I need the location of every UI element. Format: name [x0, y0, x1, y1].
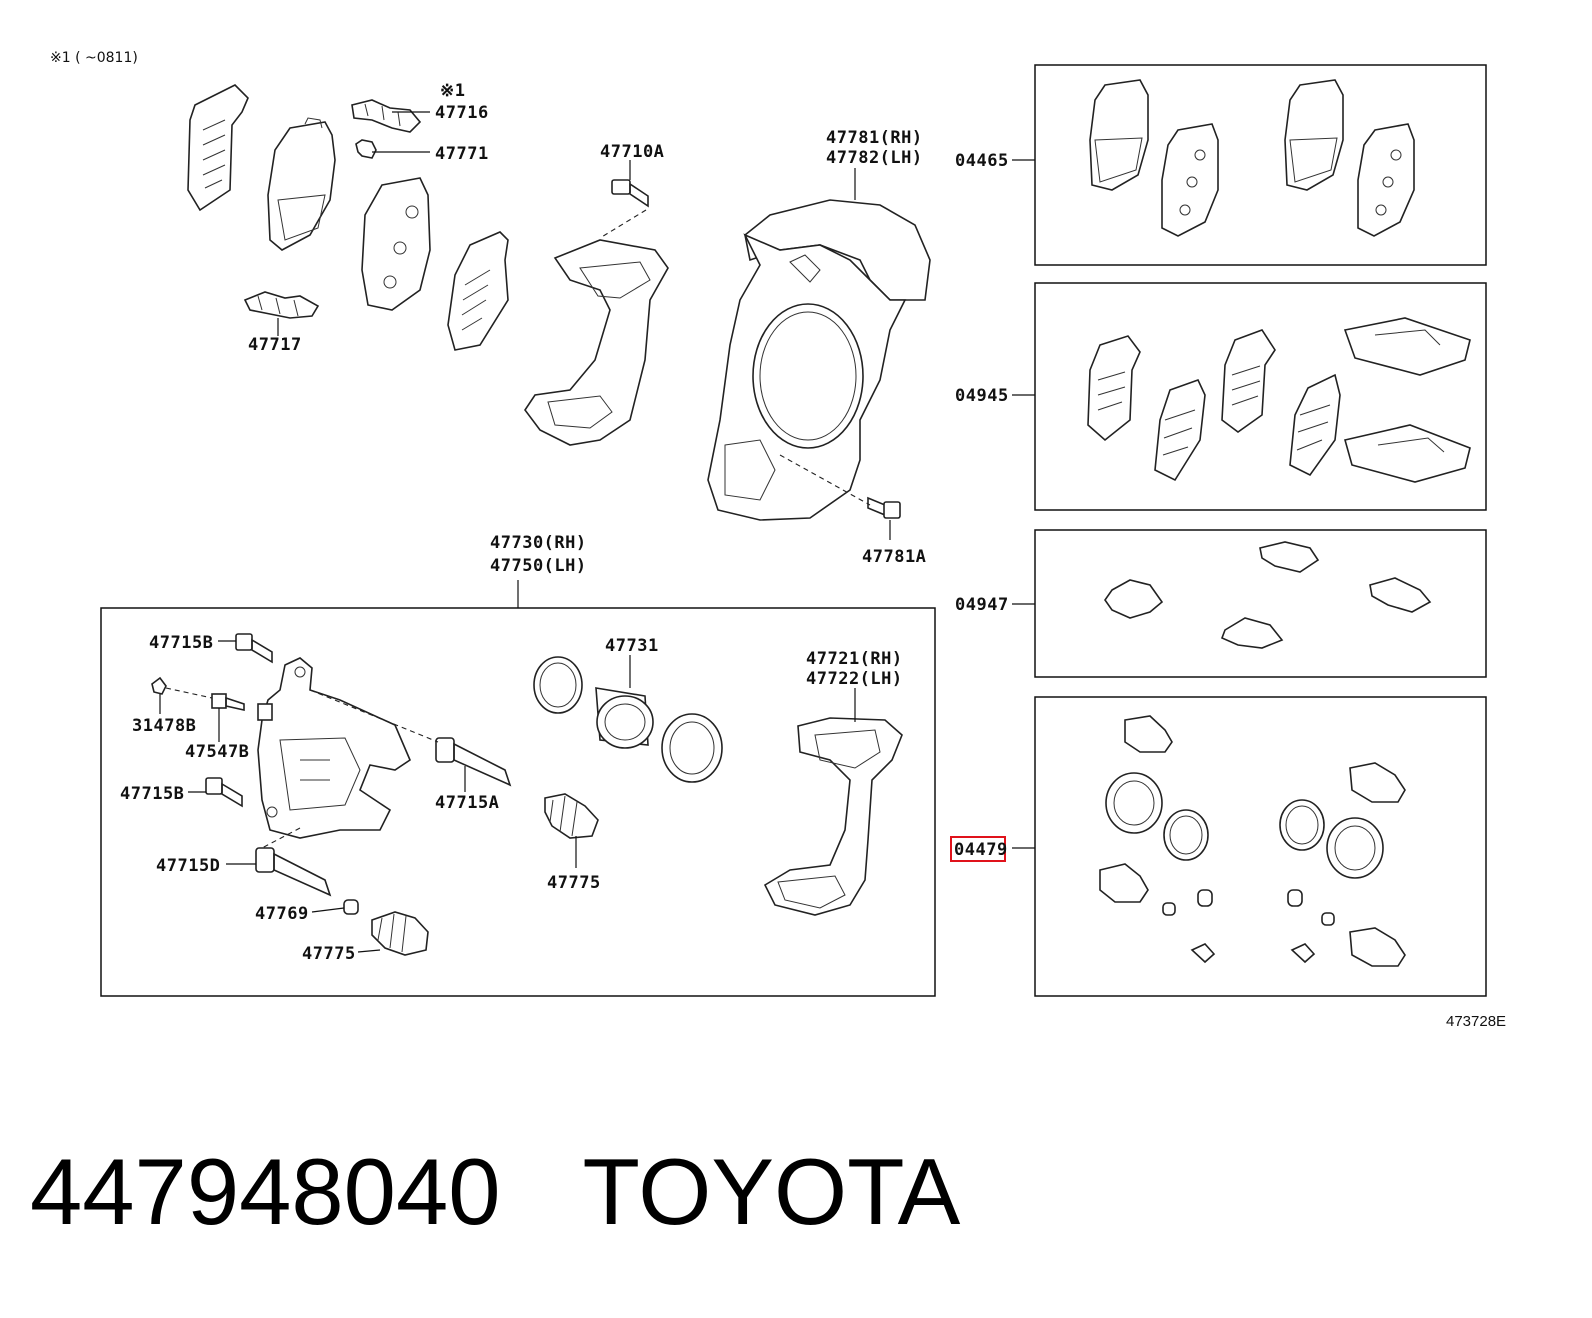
label-47715B-mid: 47715B: [120, 784, 184, 804]
label-47775-left: 47775: [302, 944, 356, 964]
pin-47715D-drawing: [255, 847, 332, 897]
leader-47769: [311, 907, 345, 913]
caliper-bracket-drawing: [524, 239, 669, 446]
part-caption: 447948040 TOYOTA: [30, 1132, 960, 1252]
leader-47775-left: [357, 949, 381, 953]
caliper-bracket-47721-drawing: [763, 717, 903, 916]
dust-shield-drawing: [707, 199, 931, 521]
label-47769: 47769: [255, 904, 309, 924]
pad-shim-outer-drawing: [187, 84, 249, 212]
label-47716: 47716: [435, 103, 489, 123]
label-47715A: 47715A: [435, 793, 499, 813]
boot-47775-left-drawing: [371, 911, 429, 956]
dash-pin-d: [261, 827, 301, 849]
piston-47731-drawing: [595, 687, 654, 749]
reference-code: 473728E: [1446, 1013, 1506, 1030]
caliper-assembly-box: [100, 607, 936, 997]
dash-bolt-bracket: [599, 209, 647, 239]
label-47750: 47750(LH): [490, 556, 587, 576]
label-47547B: 47547B: [185, 742, 249, 762]
anti-squeal-shim-47716-drawing: [351, 99, 422, 133]
bushing-47769-drawing: [343, 899, 359, 915]
label-47722: 47722(LH): [806, 669, 903, 689]
label-47775-mid: 47775: [547, 873, 601, 893]
label-47771: 47771: [435, 144, 489, 164]
pin-47715A-drawing: [435, 737, 512, 787]
production-note: ※1 ( ~0811): [50, 50, 138, 66]
piston-boot-drawing: [661, 713, 723, 783]
kit-04479-parts-drawing: [1099, 715, 1406, 967]
label-47715B-top: 47715B: [149, 633, 213, 653]
brake-pad-inner-drawing: [361, 177, 431, 311]
kit-04945-shims-drawing: [1087, 317, 1471, 483]
label-kit-04465: 04465: [955, 151, 1009, 171]
label-kit-04479: 04479: [954, 840, 1008, 860]
bolt-47715B-mid-drawing: [205, 777, 243, 808]
anti-squeal-shim-47717-drawing: [243, 291, 320, 319]
boot-47775-mid-drawing: [544, 793, 599, 839]
bolt-47710A-drawing: [611, 179, 649, 208]
kit-04465-pads-drawing: [1089, 79, 1415, 237]
caliper-body-drawing: [257, 657, 411, 839]
kit-04947-clips-drawing: [1104, 541, 1432, 649]
label-kit-04945: 04945: [955, 386, 1009, 406]
label-47782: 47782(LH): [826, 148, 923, 168]
bolt-47715B-top-drawing: [235, 633, 273, 664]
bleeder-cap-31478B-drawing: [151, 676, 167, 695]
label-47715D: 47715D: [156, 856, 220, 876]
highlight-04479: [950, 836, 1006, 862]
kit-box-04479: [1034, 696, 1487, 997]
label-47721: 47721(RH): [806, 649, 903, 669]
label-47717: 47717: [248, 335, 302, 355]
label-47716-note: ※1: [440, 81, 465, 101]
clip-47771-drawing: [355, 139, 377, 159]
dash-bleeder: [165, 687, 213, 699]
brand-name: TOYOTA: [582, 1139, 961, 1244]
piston-seal-ring-drawing: [533, 656, 583, 714]
label-47781A: 47781A: [862, 547, 926, 567]
label-47710A: 47710A: [600, 142, 664, 162]
label-47781: 47781(RH): [826, 128, 923, 148]
kit-box-04945: [1034, 282, 1487, 511]
bleeder-plug-47547B-drawing: [211, 693, 245, 711]
label-47730: 47730(RH): [490, 533, 587, 553]
bolt-47781A-drawing: [867, 496, 901, 519]
label-kit-04947: 04947: [955, 595, 1009, 615]
part-number: 447948040: [30, 1139, 501, 1244]
pad-shim-inner-drawing: [447, 231, 509, 351]
brake-pad-outer-drawing: [267, 117, 336, 251]
label-47731: 47731: [605, 636, 659, 656]
dash-shield-bolt: [779, 454, 871, 506]
kit-box-04465: [1034, 64, 1487, 266]
label-31478B: 31478B: [132, 716, 196, 736]
